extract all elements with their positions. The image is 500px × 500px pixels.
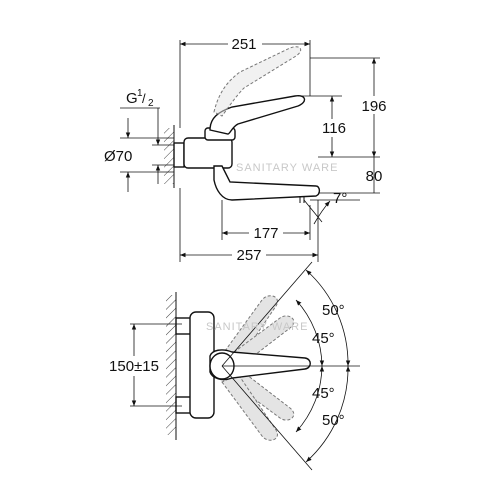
lever-handle [209,94,306,135]
dim-196: 196 [361,98,386,115]
dim-rosette-diameter: Ø70 [104,148,132,165]
thread-label: G 1 / 2 [126,88,154,109]
dim-177: 177 [253,225,278,242]
svg-text:2: 2 [148,98,154,109]
svg-text:G: G [126,90,138,107]
dim-116: 116 [322,120,346,137]
mixer-body [183,137,233,169]
svg-text:/: / [142,91,146,106]
angle-lower-outer: 50° [322,412,345,429]
angle-lower-inner: 45° [312,385,335,402]
dim-251: 251 [231,36,256,53]
rosette [173,142,185,168]
dim-257: 257 [236,247,261,264]
lever-ghost [213,46,302,117]
watermark-side: SANITARY WARE [236,162,338,174]
angle-upper-inner: 45° [312,330,335,347]
watermark-top: SANITARY WARE [206,321,308,333]
spout [213,165,321,201]
angle-upper-outer: 50° [322,302,345,319]
wall-hatch-top [166,295,176,435]
top-view: 150±15 50° 45° 45° 50° SANITARY WARE [104,261,360,471]
wall-hatch-side [164,128,174,184]
dim-80: 80 [366,168,383,185]
angle-7: 7° [333,190,347,207]
dim-150: 150±15 [109,358,159,375]
side-view: 251 196 116 80 7° G 1 / 2 [104,35,390,264]
svg-text:1: 1 [137,88,143,99]
